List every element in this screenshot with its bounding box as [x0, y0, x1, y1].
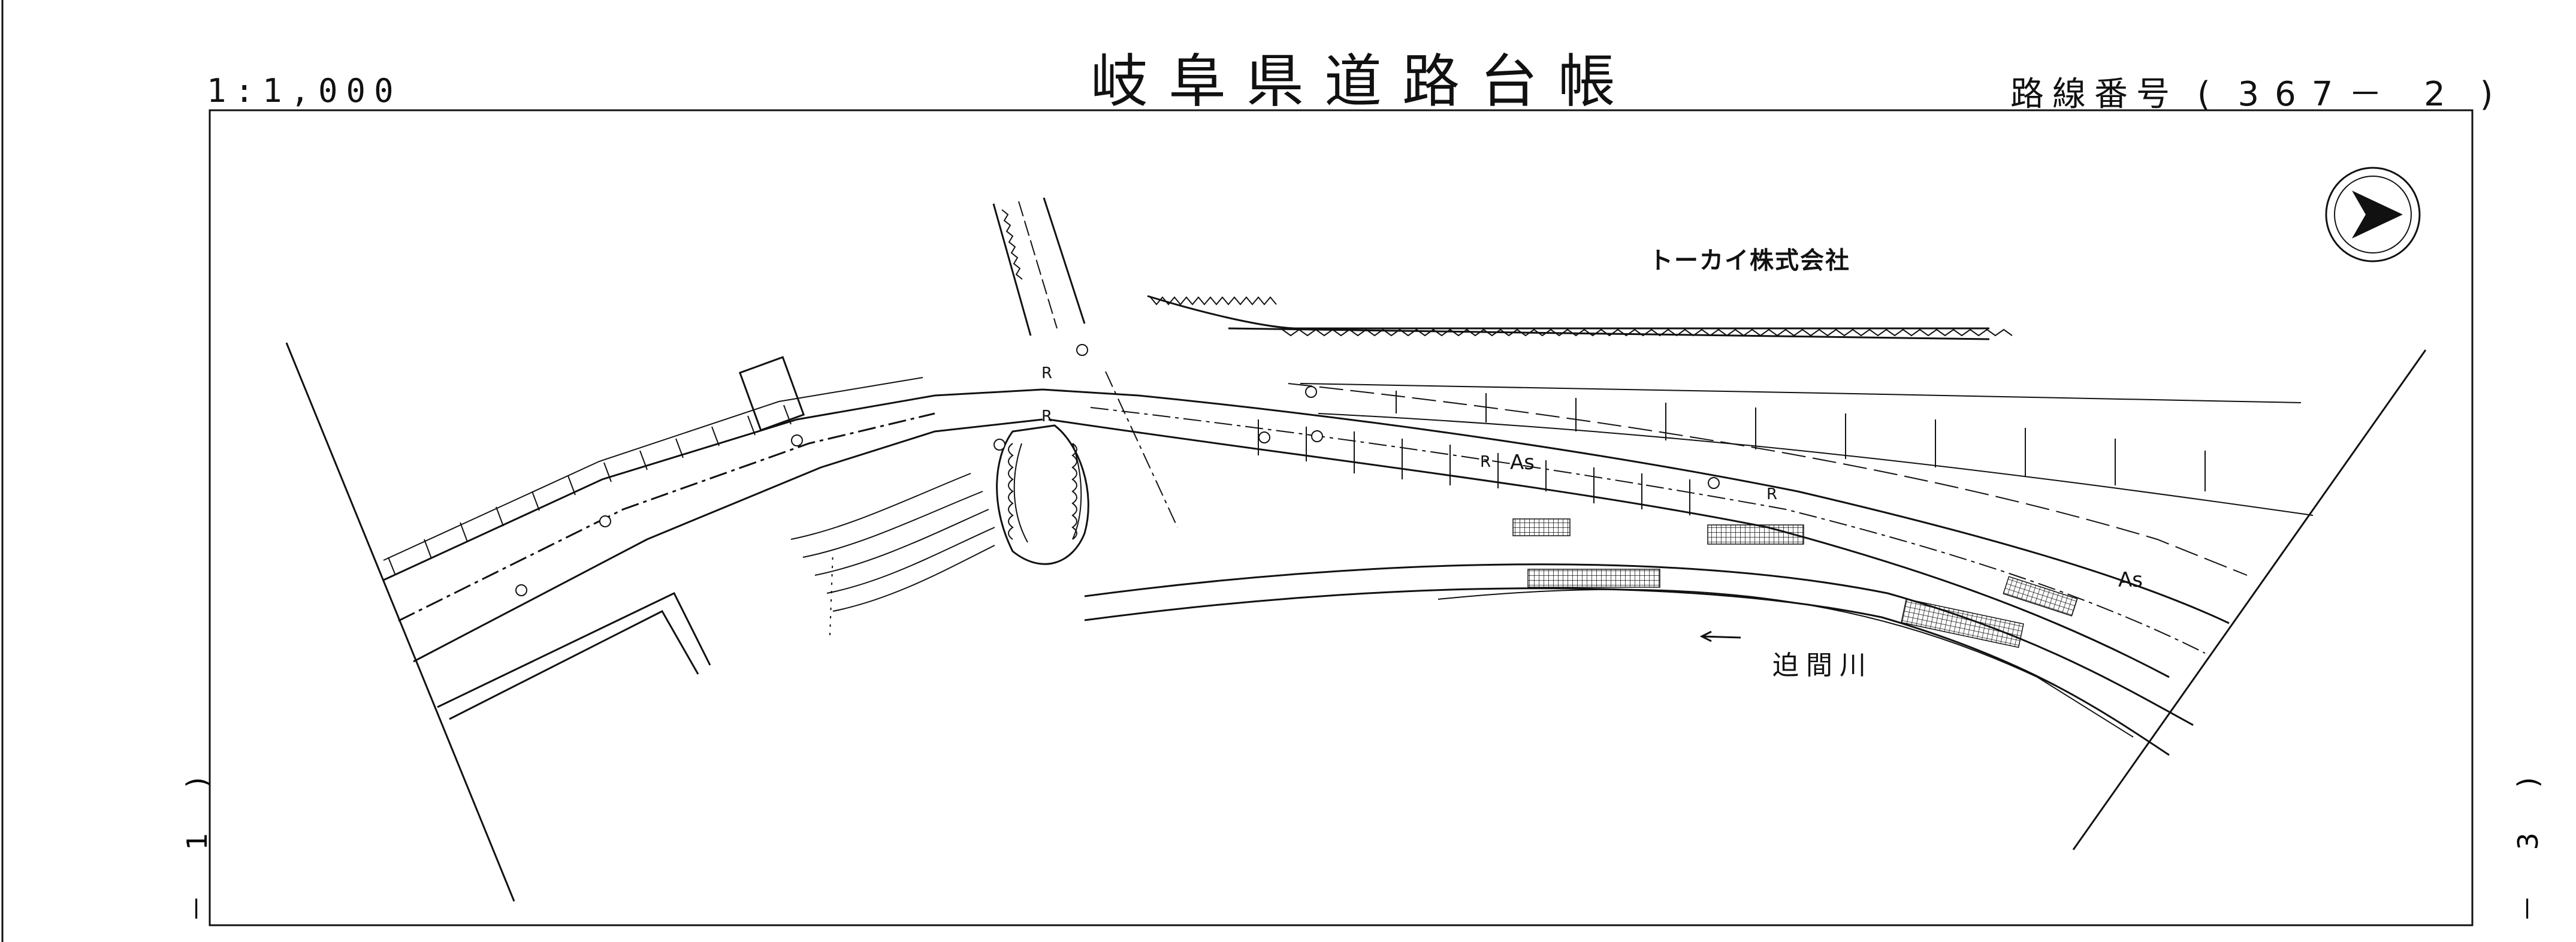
river-edge-2: [1438, 588, 2134, 738]
building: [738, 356, 805, 431]
pole-marker: [515, 584, 527, 596]
pole-marker: [1305, 386, 1317, 398]
road-edge-main-lower: [1048, 418, 2170, 678]
road-centerline: [398, 412, 935, 622]
north-arrow-inner: [2334, 176, 2412, 253]
surface-label: As: [1510, 451, 1535, 475]
side-road-left: [992, 203, 1032, 336]
route-number: 367－ 2: [2237, 75, 2461, 114]
r-label: R: [1480, 453, 1491, 471]
route-close-paren: ): [2480, 75, 2502, 114]
side-road-right: [1043, 197, 1086, 324]
road-edge-sidewalk: [383, 377, 923, 561]
pole-marker: [1258, 431, 1270, 443]
bridge-scallops: [1008, 443, 1077, 540]
r-label: R: [1766, 485, 1778, 503]
route-number-block: 路線番号 ( 367－ 2 ): [2010, 67, 2501, 116]
pole-marker: [599, 515, 611, 527]
river-bank-lower: [1084, 587, 2170, 756]
bridge-outline-inner: [1013, 443, 1028, 543]
levee-strip-upper: [1147, 295, 1989, 330]
road-edge-lower: [413, 418, 1043, 663]
road-edge-upper: [383, 388, 1139, 581]
side-road-center: [1018, 201, 1058, 329]
road-edge-main-upper: [1138, 394, 2230, 624]
route-open-paren: (: [2197, 75, 2219, 114]
ledger-title: 岐阜県道路台帳: [1091, 48, 1636, 115]
road-edge-far: [1288, 383, 2248, 576]
levee-zigzag: [1150, 296, 1277, 306]
lower-side-road-2: [449, 610, 699, 720]
road-centerline-main: [1090, 407, 2206, 654]
pole-marker: [1076, 344, 1088, 356]
levee-zigzag-long: [1282, 328, 2013, 337]
match-line-left: [285, 342, 515, 902]
lower-side-road-1: [437, 592, 711, 708]
river-bank-upper: [1084, 563, 2194, 726]
north-arrow-outer: [2325, 167, 2421, 262]
upper-slope-ticks: [1396, 391, 2206, 491]
embankment-line: [1318, 413, 2314, 516]
contour-5: [832, 545, 995, 612]
side-road-zigzag: [1001, 209, 1023, 280]
surface-label: As: [2118, 568, 2143, 592]
hatch-patch-4: [1901, 598, 2024, 648]
pole-marker: [1708, 477, 1720, 489]
contour-1: [790, 473, 971, 540]
hatch-patch-5: [2003, 576, 2078, 617]
sidewalk-ticks: [388, 404, 792, 576]
north-arrow-icon: [2352, 191, 2403, 238]
dashed-drop: [829, 551, 833, 636]
route-label: 路線番号: [2010, 75, 2178, 114]
match-line-right: [2072, 349, 2427, 850]
hatch-patch-3: [1527, 569, 1660, 588]
bridge-outline: [996, 424, 1089, 565]
hatch-patch-1: [1512, 518, 1571, 536]
pole-marker: [1311, 430, 1323, 442]
sheet-link-left: － 1 ): [181, 759, 214, 923]
flow-arrow-head: [1699, 630, 1712, 642]
embankment-upper: [1300, 383, 2302, 403]
pole-marker: [993, 439, 1005, 451]
contour-2: [802, 491, 983, 558]
levee-strip-lower: [1228, 327, 1990, 340]
flow-arrow-shaft: [1701, 635, 1741, 639]
hatch-patch-2: [1707, 524, 1804, 545]
company-label: トーカイ株式会社: [1649, 247, 1850, 274]
map-frame: [209, 109, 2474, 926]
contour-3: [814, 509, 989, 576]
bridge-outline-inner2: [1072, 443, 1082, 540]
scale-label: 1:1,000: [207, 72, 402, 110]
river-label: 迫間川: [1772, 650, 1873, 681]
r-label: R: [1041, 407, 1053, 425]
pole-marker: [791, 434, 803, 446]
sheet-link-right: － 3 ): [2512, 759, 2545, 923]
contour-4: [826, 527, 995, 594]
alignment-line: [1105, 371, 1178, 528]
r-label: R: [1041, 364, 1053, 382]
